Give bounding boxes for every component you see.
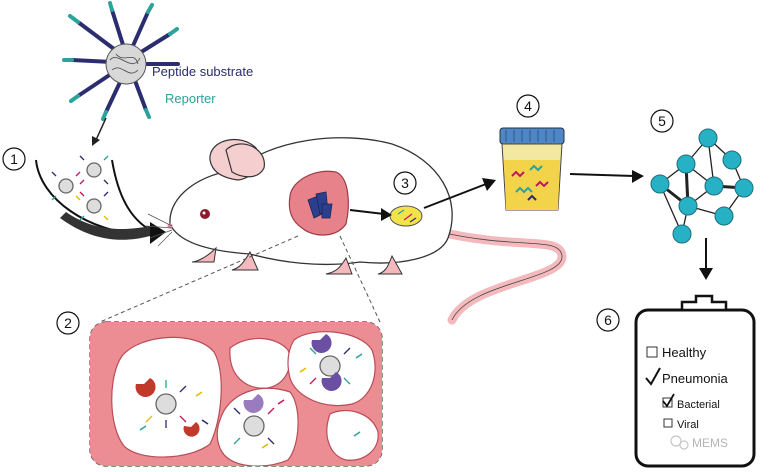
watermark-text: MEMS (692, 436, 728, 450)
step-5: 5 (650, 109, 674, 133)
step-6: 6 (596, 308, 620, 332)
step-5-number: 5 (658, 113, 666, 129)
arrow-lung-kidney-icon (349, 208, 392, 221)
urine-cup (499, 127, 565, 211)
step-3: 3 (393, 171, 417, 195)
nanoparticle-top (62, 1, 180, 121)
network-graph (650, 128, 754, 244)
peptide-substrate-label: Peptide substrate (152, 64, 253, 79)
arrow-cup-network-icon (569, 170, 644, 183)
option-viral: Viral (677, 419, 699, 431)
arrow-down-icon (92, 117, 107, 146)
injection-curve (35, 159, 166, 244)
step-2: 2 (56, 311, 80, 335)
checkbox-bacterial-icon (662, 393, 675, 408)
checkbox-healthy-icon (646, 346, 658, 358)
arrow-network-clipboard-icon (699, 238, 713, 280)
watermark-logo-icon (670, 435, 689, 450)
step-4: 4 (516, 94, 540, 118)
option-bacterial: Bacterial (677, 399, 720, 411)
step-4-number: 4 (524, 98, 532, 114)
step-1: 1 (2, 147, 26, 171)
option-healthy: Healthy (662, 345, 707, 360)
checkbox-pneumonia-icon (645, 367, 661, 386)
arrow-kidney-cup-icon (423, 178, 496, 209)
mouse (145, 137, 567, 325)
tissue-inset (89, 321, 383, 467)
checkbox-viral-icon (663, 418, 673, 428)
step-1-number: 1 (10, 151, 18, 167)
mini-nanoparticles (51, 155, 109, 221)
step-6-number: 6 (604, 312, 612, 328)
zoom-lines (99, 235, 381, 323)
step-3-number: 3 (401, 175, 409, 191)
step-2-number: 2 (64, 315, 72, 331)
reporter-label: Reporter (165, 91, 216, 106)
option-pneumonia: Pneumonia (662, 371, 729, 386)
